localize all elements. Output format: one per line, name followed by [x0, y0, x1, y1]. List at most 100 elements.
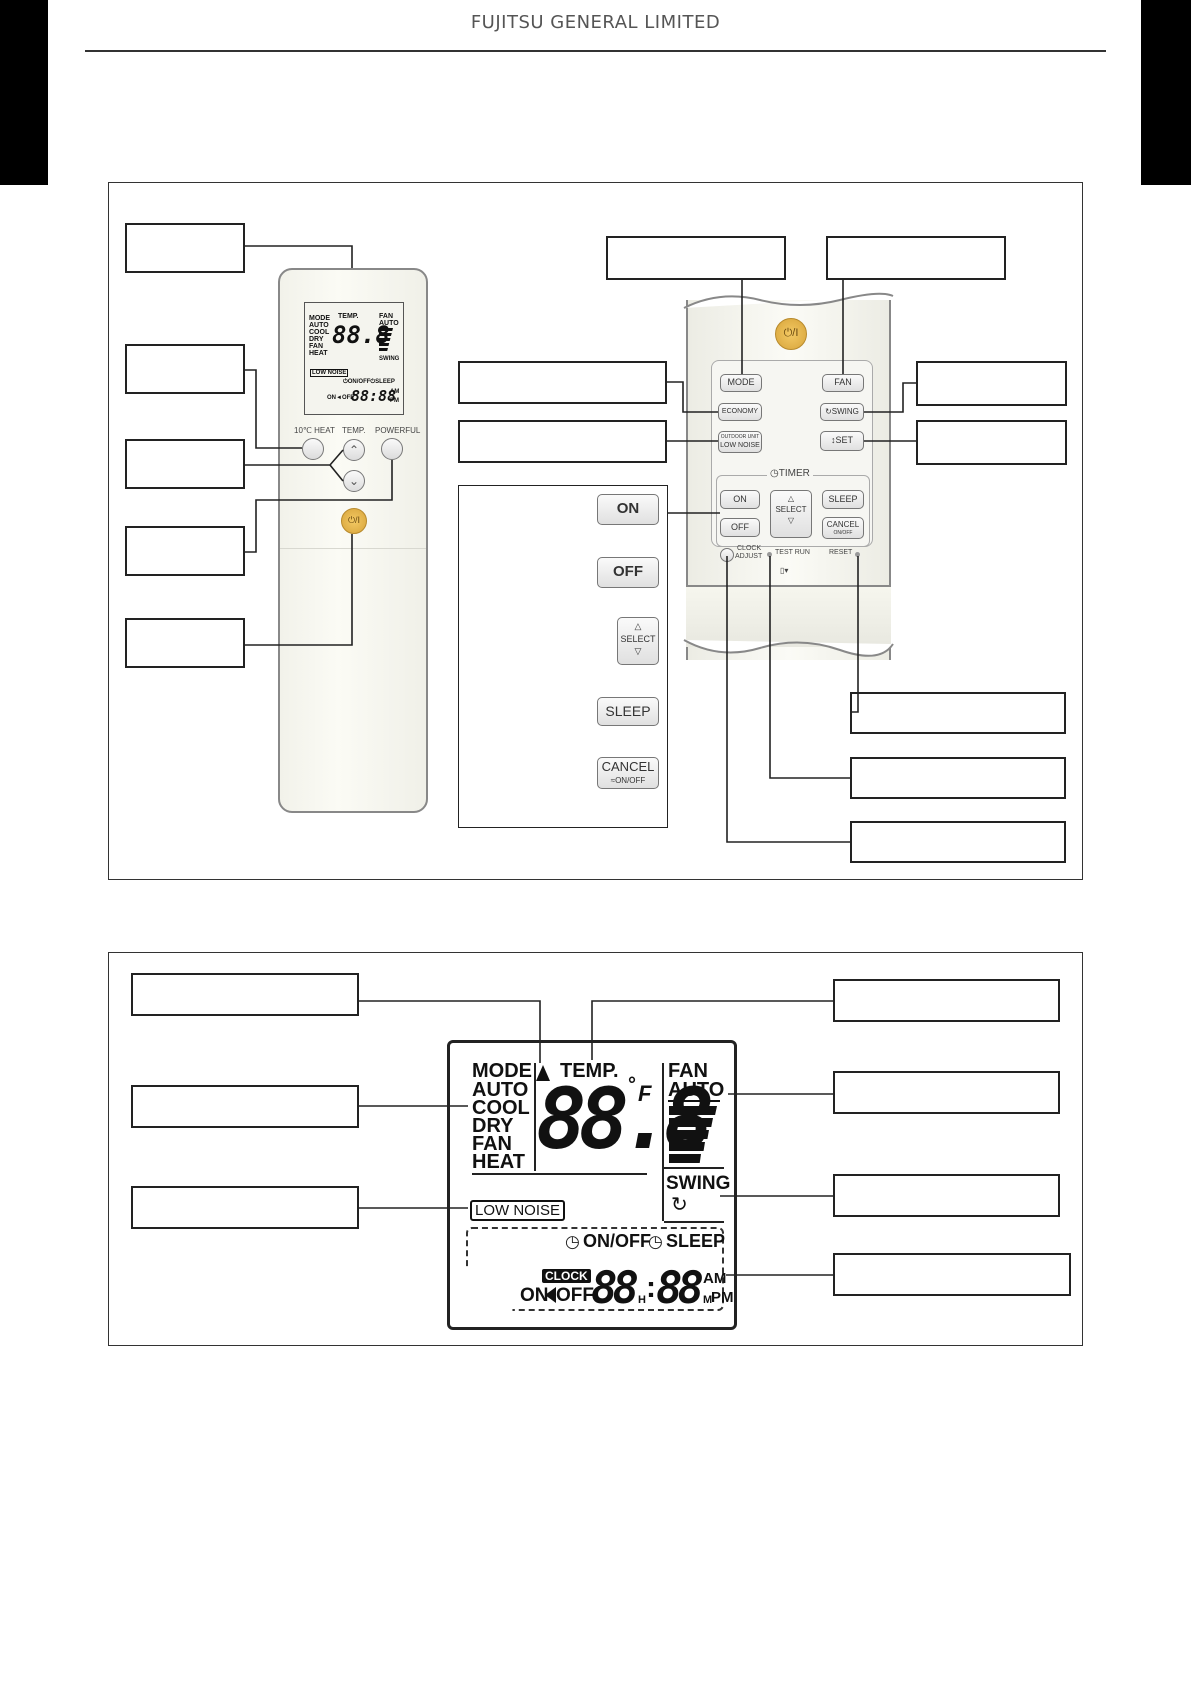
display-vline-left: [534, 1063, 536, 1171]
economy-label: ECONOMY: [721, 408, 759, 415]
cancel-label: CANCEL: [826, 520, 860, 529]
legend-cancel-label: CANCEL: [601, 759, 655, 774]
display-fan-bar-2: [669, 1118, 713, 1127]
callout-low-noise: [458, 420, 667, 463]
select-down-icon: ▽: [787, 516, 795, 525]
display-minutes: 88: [656, 1263, 704, 1314]
small-lcd-on-off-sleep: ⏻ON/OFF⏻SLEEP: [343, 379, 395, 385]
small-lcd-cool: COOL: [309, 329, 330, 336]
small-lcd-temp: TEMP.: [338, 313, 359, 320]
large-set-button[interactable]: ↕SET: [820, 431, 864, 451]
large-sleep-button[interactable]: SLEEP: [822, 490, 864, 509]
small-10c-heat-label: 10℃ HEAT: [294, 426, 335, 435]
large-timer-label: ◷TIMER: [767, 468, 813, 479]
callout-temp: [125, 439, 245, 489]
display-heat: HEAT: [472, 1151, 525, 1173]
display-figure-frame: [108, 952, 1083, 1346]
small-remote-lcd: MODE AUTO COOL DRY FAN HEAT TEMP. 88.8 F…: [304, 302, 404, 415]
display-h: H: [638, 1294, 646, 1306]
callout-display-mode: [131, 1085, 359, 1128]
large-select-button[interactable]: △ SELECT ▽: [770, 490, 812, 538]
display-fan-hline: [664, 1167, 724, 1169]
small-lcd-fan-auto: AUTO: [379, 320, 399, 327]
cancel-sub-label: ON/OFF: [833, 530, 853, 536]
small-10c-heat-button[interactable]: [302, 438, 324, 460]
timer-label-text: TIMER: [778, 468, 810, 479]
small-power-button[interactable]: ⏻/I: [341, 508, 367, 534]
display-fan: FAN: [472, 1133, 512, 1155]
small-temp-down-button[interactable]: ⌄: [343, 470, 365, 492]
large-test-run-dot[interactable]: [767, 552, 772, 557]
display-off: OFF: [556, 1285, 594, 1306]
display-fan-auto-underline: [668, 1100, 720, 1102]
callout-display-temp: [833, 979, 1060, 1022]
large-economy-button[interactable]: ECONOMY: [718, 403, 762, 421]
select-label: SELECT: [775, 505, 807, 514]
legend-select-button: △ SELECT ▽: [617, 617, 659, 665]
small-lcd-swing: SWING: [379, 356, 400, 362]
large-timer-on-button[interactable]: ON: [720, 490, 760, 509]
swing-icon: ↻: [671, 1194, 688, 1216]
legend-sleep-button: SLEEP: [597, 697, 659, 726]
callout-reset: [850, 692, 1066, 734]
display-timer-dashed-area: [466, 1227, 724, 1311]
low-noise-label: LOW NOISE: [720, 442, 760, 449]
chevron-down-icon: ⌄: [348, 474, 360, 488]
display-sleep: SLEEP: [666, 1231, 726, 1251]
callout-mode: [606, 236, 786, 280]
callout-power: [125, 618, 245, 668]
large-power-button[interactable]: ⏻/I: [775, 318, 807, 350]
power-icon: ⏻/I: [783, 327, 799, 339]
page-header: FUJITSU GENERAL LIMITED: [470, 12, 721, 33]
callout-display-timer: [833, 1253, 1071, 1296]
callout-remote-signal: [125, 223, 245, 273]
small-lcd-time: 88:88: [351, 387, 397, 405]
large-cancel-button[interactable]: CANCEL ON/OFF: [822, 517, 864, 539]
large-low-noise-button[interactable]: OUTDOOR UNIT LOW NOISE: [718, 431, 762, 453]
legend-off-button: OFF: [597, 557, 659, 588]
clock-icon: ◷: [770, 468, 779, 479]
triangle-up-icon: [536, 1065, 550, 1081]
large-mode-button[interactable]: MODE: [720, 374, 762, 392]
display-on-off: ON/OFF: [583, 1231, 651, 1251]
small-temp-label: TEMP.: [342, 426, 366, 435]
small-lcd-pm: PM: [390, 398, 399, 404]
display-vline-right: [662, 1063, 664, 1221]
small-temp-up-button[interactable]: ⌃: [343, 439, 365, 461]
lcd-display: MODE AUTO COOL DRY FAN HEAT TEMP. 88.8 °…: [447, 1040, 737, 1330]
large-fan-button[interactable]: FAN: [822, 374, 864, 392]
small-powerful-button[interactable]: [381, 438, 403, 460]
legend-cancel-sub-label: ON/OFF: [615, 776, 646, 785]
display-unit-f: F: [638, 1081, 652, 1106]
display-hline: [472, 1173, 647, 1175]
callout-10c-heat: [125, 344, 245, 394]
small-remote-divider: [280, 548, 426, 549]
display-temp-label: TEMP.: [560, 1060, 619, 1082]
callout-fan: [826, 236, 1006, 280]
legend-cancel-sub: ≈ON/OFF: [598, 774, 658, 788]
large-swing-button[interactable]: ↻SWING: [820, 403, 864, 421]
outdoor-unit-label: OUTDOOR UNIT: [720, 434, 760, 440]
callout-test-run: [850, 757, 1066, 799]
display-unit-c: °: [628, 1074, 636, 1096]
large-test-run-label: TEST RUN: [775, 549, 810, 556]
callout-swing: [916, 361, 1067, 406]
display-fan-auto: AUTO: [668, 1079, 725, 1101]
callout-clock-adjust: [850, 821, 1066, 863]
display-low-noise: LOW NOISE: [470, 1200, 566, 1221]
callout-display-temp-arrow: [131, 973, 359, 1016]
large-timer-off-button[interactable]: OFF: [720, 518, 760, 537]
select-down-icon: ▽: [634, 646, 642, 656]
triangle-left-icon: [545, 1287, 556, 1303]
small-lcd-dry: DRY: [309, 336, 324, 343]
swing-label: SWING: [831, 407, 859, 416]
small-lcd-heat: HEAT: [309, 350, 328, 357]
large-reset-dot[interactable]: [855, 552, 860, 557]
small-lcd-fan: FAN: [309, 343, 323, 350]
timer-sleep-icon: ◷: [648, 1232, 663, 1251]
display-fan-bar-1: [669, 1106, 717, 1115]
display-fan-bar-4: [669, 1142, 705, 1151]
